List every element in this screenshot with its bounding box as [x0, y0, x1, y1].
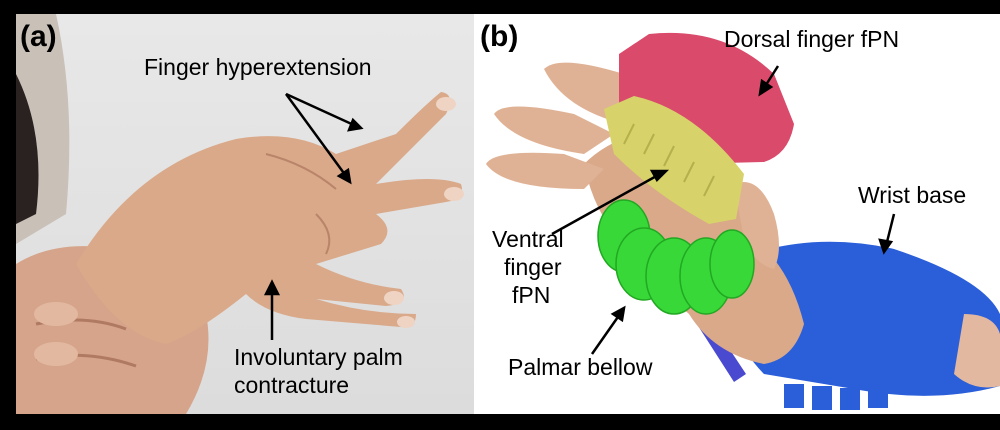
contracture-label: contracture — [234, 372, 350, 398]
hand-photo-illustration — [16, 14, 464, 414]
dorsal-finger-fpn-label: Dorsal finger fPN — [724, 26, 900, 52]
panel-a-label: (a) — [20, 20, 57, 53]
involuntary-palm-label: Involuntary palm — [234, 344, 403, 370]
ventral-fpn-shape — [604, 96, 744, 224]
device-render-illustration — [486, 32, 1000, 410]
background-dark-shape — [16, 74, 39, 224]
panel-a-photo: (a) Finger hyperextension Involuntary pa… — [16, 14, 474, 414]
wrist-base-label: Wrist base — [858, 182, 967, 208]
palmar-bellow-label: Palmar bellow — [508, 354, 653, 380]
affected-hand — [76, 92, 462, 344]
ventral-label: Ventral — [492, 226, 564, 252]
finger-label: finger — [504, 254, 562, 280]
fpn-label: fPN — [512, 282, 551, 308]
panel-b-label: (b) — [480, 20, 519, 53]
finger-hyperextension-label: Finger hyperextension — [144, 54, 372, 80]
wrist-base-shape — [724, 241, 1000, 396]
palmar-bellow-shape — [597, 199, 755, 315]
panel-b-render: (b) Dorsal finger fPN Wrist base Ventral… — [474, 14, 1000, 414]
